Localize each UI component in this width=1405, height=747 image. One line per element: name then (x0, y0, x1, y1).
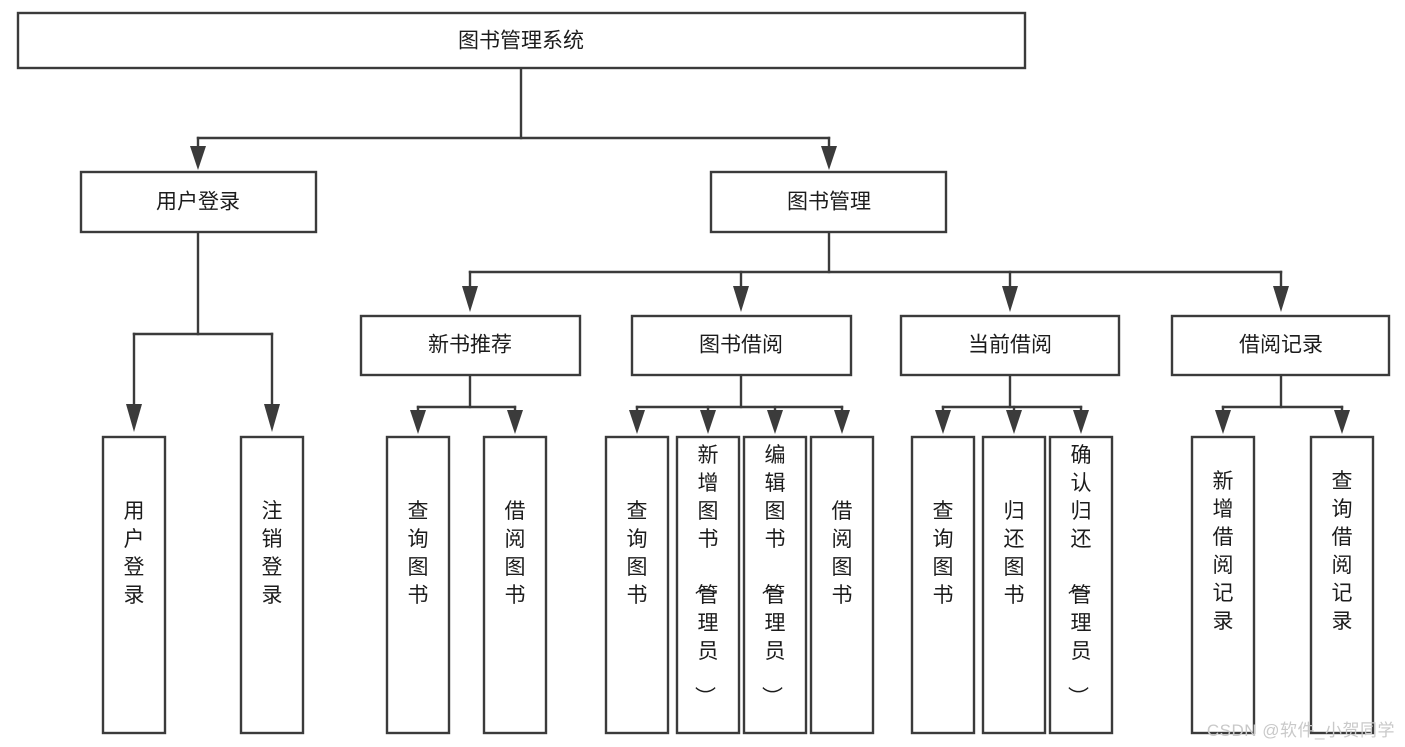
node-leaf-user-login-label: 用户登录 (124, 500, 145, 607)
node-leaf-add-book-admin-label: 新增图书（管理员） (693, 444, 719, 707)
node-current-borrow[interactable]: 当前借阅 (899, 314, 1121, 377)
arrowhead-leaf-edit-book-admin (767, 410, 783, 434)
node-book-management[interactable]: 图书管理 (709, 170, 948, 234)
connector-group-borrow-record (1215, 373, 1350, 434)
node-leaf-borrow-book[interactable]: 借阅图书 (809, 435, 875, 735)
node-leaf-query-book-borrow-label: 查询图书 (627, 500, 648, 607)
node-leaf-add-borrow-record-box[interactable] (1190, 435, 1256, 735)
arrowhead-leaf-borrow-book-recommend (507, 410, 523, 434)
node-root-box[interactable] (16, 11, 1027, 70)
arrowhead-leaf-borrow-book (834, 410, 850, 434)
node-leaf-query-book-borrow-box[interactable] (604, 435, 670, 735)
node-leaf-confirm-return-admin-box[interactable] (1048, 435, 1114, 735)
connector-group-root (190, 66, 837, 170)
node-book-management-box[interactable] (709, 170, 948, 234)
node-leaf-borrow-book-recommend-box[interactable] (482, 435, 548, 735)
node-leaf-borrow-book-label: 借阅图书 (832, 500, 853, 607)
arrowhead-new-book-recommend (462, 286, 478, 312)
node-leaf-borrow-book-recommend-label: 借阅图书 (505, 500, 526, 607)
connector-group-user-login (126, 230, 280, 432)
node-leaf-return-book-box[interactable] (981, 435, 1047, 735)
node-leaf-query-book-current[interactable]: 查询图书 (910, 435, 976, 735)
node-leaf-borrow-book-box[interactable] (809, 435, 875, 735)
node-current-borrow-box[interactable] (899, 314, 1121, 377)
node-leaf-query-book-borrow[interactable]: 查询图书 (604, 435, 670, 735)
node-leaf-add-borrow-record-label: 新增借阅记录 (1213, 470, 1234, 633)
node-current-borrow-label: 当前借阅 (968, 334, 1052, 357)
node-book-borrow-box[interactable] (630, 314, 853, 377)
node-borrow-record-label: 借阅记录 (1239, 334, 1323, 357)
arrowhead-leaf-return-book (1006, 410, 1022, 434)
node-user-login-label: 用户登录 (156, 191, 240, 214)
node-leaf-query-book-recommend[interactable]: 查询图书 (385, 435, 451, 735)
node-root-label: 图书管理系统 (458, 30, 584, 53)
arrowhead-leaf-add-book-admin (700, 410, 716, 434)
connector-group-new-book-recommend (410, 373, 523, 434)
node-new-book-recommend[interactable]: 新书推荐 (359, 314, 582, 377)
node-leaf-user-login[interactable]: 用户登录 (101, 435, 167, 735)
node-borrow-record[interactable]: 借阅记录 (1170, 314, 1391, 377)
node-new-book-recommend-label: 新书推荐 (428, 334, 512, 357)
arrowhead-user-login (190, 146, 206, 170)
arrowhead-book-borrow (733, 286, 749, 312)
node-leaf-edit-book-admin[interactable]: 编辑图书（管理员） (742, 435, 808, 735)
node-book-borrow[interactable]: 图书借阅 (630, 314, 853, 377)
node-leaf-logout[interactable]: 注销登录 (239, 435, 305, 735)
node-leaf-confirm-return-admin[interactable]: 确认归还（管理员） (1048, 435, 1114, 735)
csdn-watermark: CSDN @软件_小贺同学 (1206, 721, 1395, 740)
node-leaf-return-book-label: 归还图书 (1004, 500, 1025, 607)
node-leaf-query-book-recommend-box[interactable] (385, 435, 451, 735)
node-leaf-borrow-book-recommend[interactable]: 借阅图书 (482, 435, 548, 735)
node-leaf-query-book-current-box[interactable] (910, 435, 976, 735)
node-leaf-logout-label: 注销登录 (262, 500, 283, 607)
node-leaf-confirm-return-admin-label: 确认归还（管理员） (1066, 444, 1092, 707)
arrowhead-leaf-add-borrow-record (1215, 410, 1231, 434)
node-leaf-query-book-recommend-label: 查询图书 (408, 500, 429, 607)
node-leaf-add-book-admin[interactable]: 新增图书（管理员） (675, 435, 741, 735)
connector-group-current-borrow (935, 373, 1089, 434)
arrowhead-leaf-confirm-return-admin (1073, 410, 1089, 434)
arrowhead-current-borrow (1002, 286, 1018, 312)
arrowhead-leaf-user-login (126, 404, 142, 432)
node-leaf-query-borrow-record-label: 查询借阅记录 (1332, 470, 1353, 633)
node-leaf-query-borrow-record-box[interactable] (1309, 435, 1375, 735)
node-leaf-return-book[interactable]: 归还图书 (981, 435, 1047, 735)
node-leaf-user-login-box[interactable] (101, 435, 167, 735)
node-user-login[interactable]: 用户登录 (79, 170, 318, 234)
node-user-login-box[interactable] (79, 170, 318, 234)
arrowhead-leaf-query-borrow-record (1334, 410, 1350, 434)
arrowhead-leaf-query-book-recommend (410, 410, 426, 434)
arrowhead-leaf-query-book-current (935, 410, 951, 434)
connector-group-book-borrow (629, 373, 850, 434)
node-leaf-logout-box[interactable] (239, 435, 305, 735)
arrowhead-leaf-logout (264, 404, 280, 432)
node-book-management-label: 图书管理 (787, 191, 871, 214)
node-leaf-edit-book-admin-label: 编辑图书（管理员） (760, 444, 786, 707)
arrowhead-leaf-query-book-borrow (629, 410, 645, 434)
node-borrow-record-box[interactable] (1170, 314, 1391, 377)
node-book-borrow-label: 图书借阅 (699, 334, 783, 357)
connector-group-book-management (462, 230, 1289, 312)
node-leaf-query-borrow-record[interactable]: 查询借阅记录 (1309, 435, 1375, 735)
arrowhead-borrow-record (1273, 286, 1289, 312)
node-leaf-add-borrow-record[interactable]: 新增借阅记录 (1190, 435, 1256, 735)
node-leaf-edit-book-admin-box[interactable] (742, 435, 808, 735)
node-root[interactable]: 图书管理系统 (16, 11, 1027, 70)
node-new-book-recommend-box[interactable] (359, 314, 582, 377)
node-leaf-add-book-admin-box[interactable] (675, 435, 741, 735)
node-leaf-query-book-current-label: 查询图书 (933, 500, 954, 607)
arrowhead-book-management (821, 146, 837, 170)
